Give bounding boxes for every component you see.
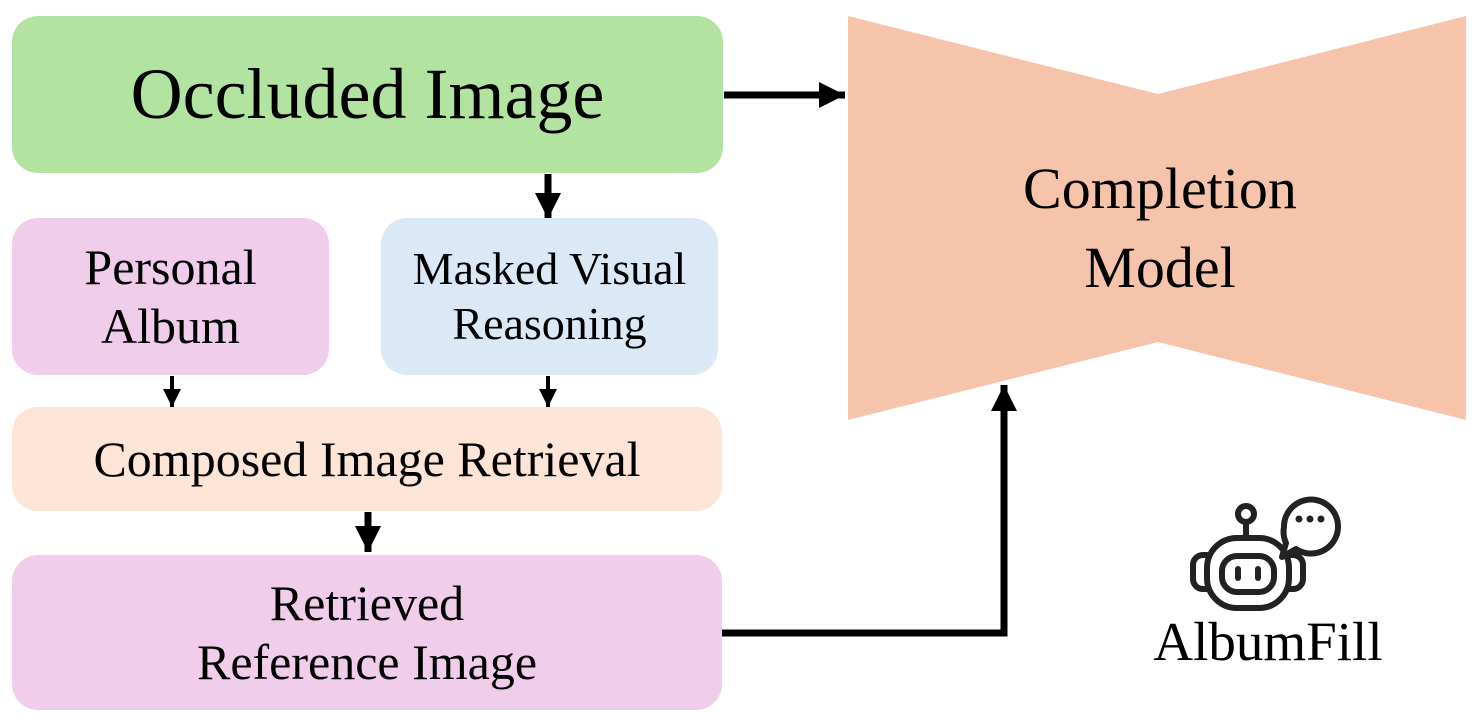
arrow-reference-to-model (722, 385, 1017, 637)
robot-chat-icon (1190, 496, 1341, 611)
masked-visual-reasoning-label-line1: Masked Visual (412, 243, 687, 295)
masked-visual-reasoning-box: Masked Visual Reasoning (381, 218, 718, 375)
occluded-image-box: Occluded Image (12, 16, 723, 173)
completion-model-shape (848, 16, 1466, 420)
completion-model-label: Completion Model (890, 150, 1430, 308)
retrieved-reference-image-box: Retrieved Reference Image (12, 555, 722, 710)
robot-eyes (1235, 566, 1261, 581)
occluded-image-label: Occluded Image (130, 54, 605, 135)
masked-visual-reasoning-label-line2: Reasoning (452, 297, 647, 349)
retrieved-reference-image-label-line1: Retrieved (269, 574, 465, 631)
personal-album-label-line2: Album (101, 297, 240, 354)
albumfill-brand-name: AlbumFill (1153, 611, 1383, 672)
composed-image-retrieval-box: Composed Image Retrieval (12, 407, 722, 511)
chat-dots (1295, 515, 1325, 523)
completion-model-label-line1: Completion (1023, 156, 1297, 221)
composed-image-retrieval-label: Composed Image Retrieval (93, 430, 641, 487)
personal-album-label-line1: Personal (84, 238, 257, 295)
completion-model-label-line2: Model (1084, 234, 1236, 300)
personal-album-box: Personal Album (12, 218, 329, 375)
retrieved-reference-image-label-line2: Reference Image (196, 633, 538, 690)
